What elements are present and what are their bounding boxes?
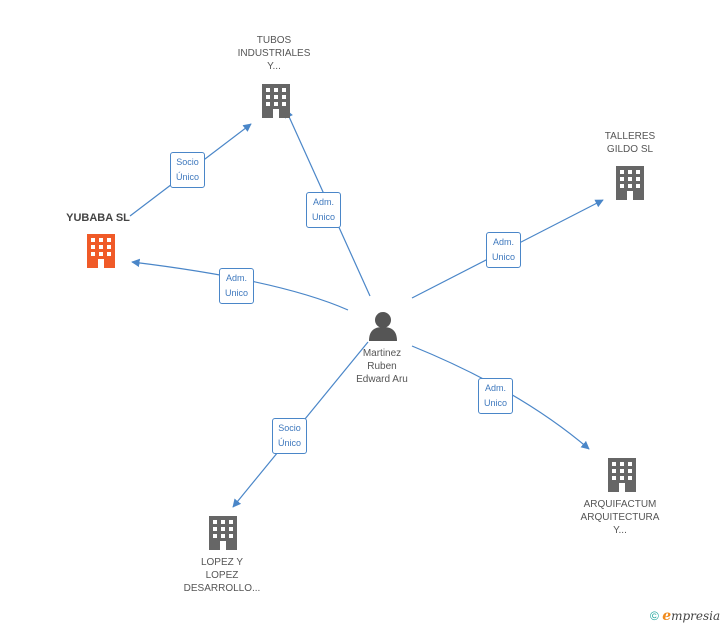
edge-label-yubaba-tubos: Socio Único: [170, 152, 206, 188]
copyright-symbol: ©: [650, 609, 659, 623]
building-icon-highlight[interactable]: [87, 234, 115, 268]
node-label-yubaba[interactable]: YUBABA SL: [66, 212, 130, 224]
edge-person-yubaba: [131, 258, 349, 311]
building-icon[interactable]: [209, 516, 237, 550]
building-icon[interactable]: [262, 84, 290, 118]
empresia-logo[interactable]: © empresia: [650, 608, 720, 624]
building-icon[interactable]: [616, 166, 644, 200]
edge-label-person-talleres: Adm. Unico: [486, 232, 522, 268]
edge-label-person-arquifactum: Adm. Unico: [478, 378, 514, 414]
node-label-arquifactum[interactable]: ARQUIFACTUM ARQUITECTURA Y...: [580, 499, 660, 536]
building-icon[interactable]: [608, 458, 636, 492]
node-label-talleres[interactable]: TALLERES GILDO SL: [604, 131, 656, 155]
brand-e: e: [662, 608, 672, 624]
person-icon[interactable]: [369, 312, 397, 341]
node-label-person[interactable]: Martinez Ruben Edward Aru: [356, 348, 408, 385]
edge-label-person-tubos: Adm. Unico: [306, 192, 342, 228]
edge-label-person-lopez: Socio Único: [272, 418, 308, 454]
brand-name: mpresia: [671, 609, 721, 623]
edge-label-person-yubaba: Adm. Unico: [219, 268, 255, 304]
node-label-tubos[interactable]: TUBOS INDUSTRIALES Y...: [237, 35, 311, 72]
node-label-lopez[interactable]: LOPEZ Y LOPEZ DESARROLLO...: [183, 557, 261, 594]
